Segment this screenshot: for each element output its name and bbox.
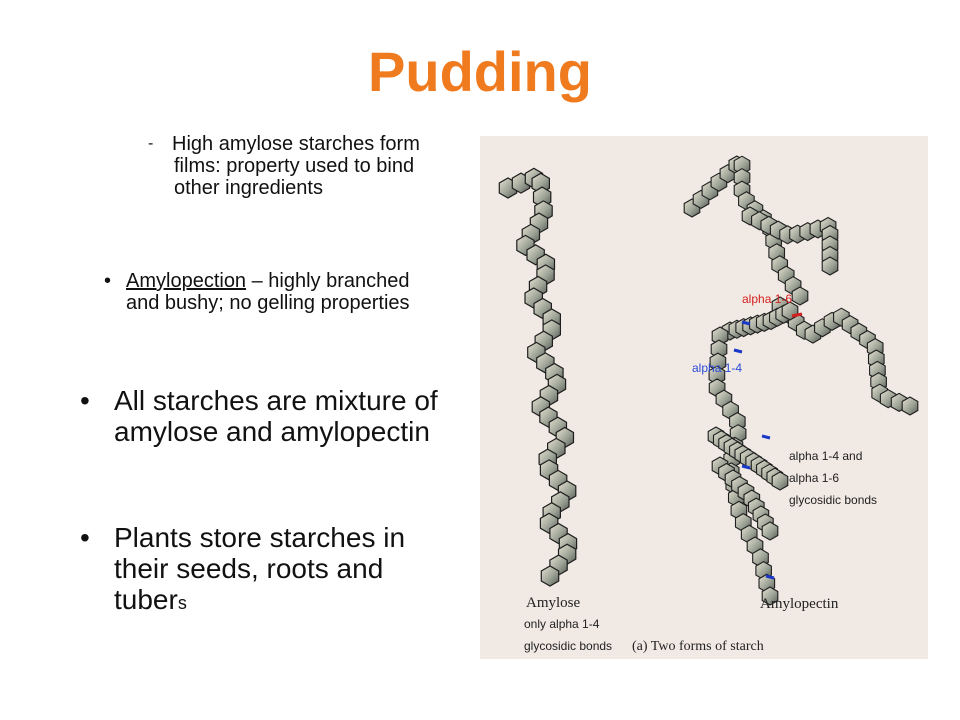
amylopectin-title: Amylopectin bbox=[760, 596, 839, 612]
amylopectin-ring-2-18 bbox=[901, 396, 919, 416]
amylopectin-ring-4-2 bbox=[709, 352, 727, 372]
amylopectin-ring-1-12 bbox=[821, 256, 839, 276]
amylopectin-ring-0-18 bbox=[791, 286, 809, 306]
amylopectin-ring-4-1 bbox=[710, 339, 728, 359]
main-bullet-plants: • Plants store starches in their seeds, … bbox=[80, 522, 440, 619]
starch-figure: alpha 1-6 alpha 1-4 alpha 1-4 and alpha … bbox=[480, 136, 928, 659]
amylopectin-ring-4-21 bbox=[761, 586, 779, 606]
bonds-label-line1: alpha 1-4 and bbox=[789, 449, 862, 463]
plants-text-last-letter: s bbox=[177, 593, 187, 613]
bond-marks bbox=[733, 312, 803, 580]
alpha-1-4-label: alpha 1-4 bbox=[692, 361, 742, 375]
sub-bullet-text: Amylopection – highly branched and bushy… bbox=[104, 270, 444, 314]
amylopectin-ring-0-6 bbox=[733, 155, 751, 175]
alpha-1-4-bond-mark-5 bbox=[765, 574, 775, 580]
alpha-1-4-bond-mark-3 bbox=[761, 434, 771, 440]
alpha-1-4-bond-mark-1 bbox=[741, 320, 751, 326]
amylopectin-ring-4-3 bbox=[708, 365, 726, 385]
main-bullet-text: Plants store starches in their seeds, ro… bbox=[80, 522, 440, 619]
amylopectin-ring-6-9 bbox=[761, 521, 779, 541]
figure-caption: (a) Two forms of starch bbox=[632, 639, 764, 654]
alpha-1-4-bond-mark-2 bbox=[733, 348, 743, 354]
amylopectin-ring-0-7 bbox=[733, 168, 751, 188]
alpha-1-6-label: alpha 1-6 bbox=[742, 292, 792, 306]
sub-bullet-amylose-films: - High amylose starches form films: prop… bbox=[148, 133, 448, 199]
plants-text: Plants store starches in their seeds, ro… bbox=[114, 522, 406, 615]
bullet-marker: • bbox=[80, 522, 90, 553]
amylopectin-description: – highly branched and bushy; no gelling … bbox=[126, 270, 410, 314]
bonds-label-line3: glycosidic bonds bbox=[789, 493, 877, 507]
amylose-ring-39 bbox=[540, 565, 560, 587]
amylopectin-term: Amylopection bbox=[126, 270, 247, 292]
sub-bullet-amylopectin: • Amylopection – highly branched and bus… bbox=[104, 270, 444, 314]
main-bullet-text: All starches are mixture of amylose and … bbox=[114, 385, 438, 447]
sub-bullet-text: High amylose starches form films: proper… bbox=[172, 133, 420, 199]
starch-diagram: alpha 1-6 alpha 1-4 alpha 1-4 and alpha … bbox=[498, 155, 919, 654]
amylopectin-chain bbox=[683, 155, 919, 606]
amylopectin-ring-5-12 bbox=[771, 471, 789, 491]
amylopectin-ring-4-0 bbox=[711, 326, 729, 346]
bullet-marker: • bbox=[80, 385, 90, 416]
alpha-1-4-bond-mark-4 bbox=[741, 464, 751, 470]
bullet-marker: • bbox=[104, 270, 112, 292]
main-bullet-mixture: • All starches are mixture of amylose an… bbox=[80, 385, 440, 447]
dash-marker: - bbox=[148, 135, 154, 152]
amylose-desc-line2: glycosidic bonds bbox=[524, 639, 612, 653]
amylose-chain bbox=[498, 167, 578, 587]
bonds-label-line2: alpha 1-6 bbox=[789, 471, 839, 485]
alpha-1-6-bond-mark bbox=[791, 312, 803, 318]
slide-title: Pudding bbox=[368, 40, 592, 103]
amylose-title: Amylose bbox=[526, 595, 581, 611]
amylose-desc-line1: only alpha 1-4 bbox=[524, 617, 600, 631]
